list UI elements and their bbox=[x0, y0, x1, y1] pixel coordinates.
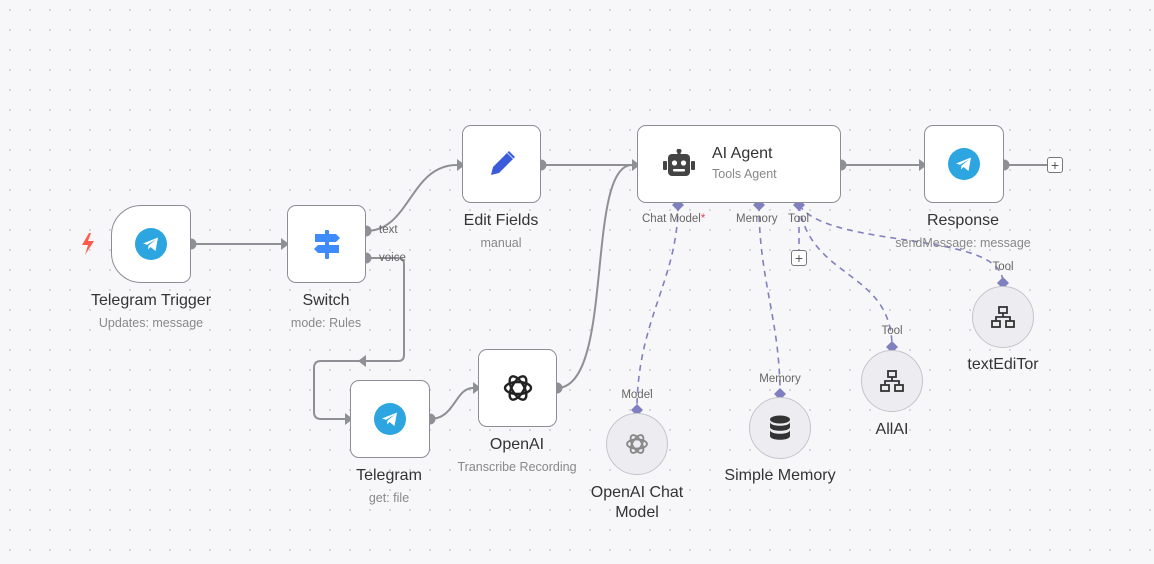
ai-agent-text: AI Agent Tools Agent bbox=[712, 145, 777, 181]
output-label-text: text bbox=[379, 224, 398, 236]
port-label-tool: Tool bbox=[788, 213, 810, 225]
edit-fields-node[interactable] bbox=[462, 125, 541, 203]
switch-node[interactable] bbox=[287, 205, 366, 283]
ai-wire-memory bbox=[758, 204, 781, 395]
sub-port-label: Tool bbox=[992, 261, 1014, 273]
ai-wire-tool-texteditor bbox=[798, 204, 1004, 284]
add-node-button[interactable]: + bbox=[1047, 157, 1063, 173]
required-marker: * bbox=[700, 213, 706, 225]
pencil-icon bbox=[490, 151, 515, 175]
response-node[interactable] bbox=[924, 125, 1004, 203]
node-title: OpenAI Chat Model bbox=[590, 484, 684, 521]
lightning-bolt-icon bbox=[82, 233, 94, 255]
node-subtitle: manual bbox=[480, 236, 522, 250]
wire-telegram-openai bbox=[429, 387, 474, 420]
node-subtitle: Transcribe Recording bbox=[457, 460, 577, 474]
node-title: textEdiTor bbox=[967, 356, 1039, 373]
port-label-text: Chat Model bbox=[642, 213, 701, 225]
node-title: AllAI bbox=[875, 421, 909, 438]
ai-wire-chat-model bbox=[636, 204, 679, 411]
openai-chat-model-node[interactable] bbox=[606, 413, 668, 475]
allai-tool-node[interactable] bbox=[861, 350, 923, 412]
add-tool-button[interactable]: + bbox=[791, 250, 807, 266]
telegram-icon bbox=[135, 228, 167, 260]
database-icon bbox=[770, 415, 790, 440]
arrow-icon bbox=[281, 238, 289, 250]
node-subtitle: mode: Rules bbox=[290, 316, 362, 330]
openai-node[interactable] bbox=[478, 349, 557, 427]
arrow-icon bbox=[457, 159, 465, 171]
arrow-icon bbox=[345, 413, 353, 425]
node-title: Telegram Trigger bbox=[90, 292, 212, 309]
texteditor-tool-node[interactable] bbox=[972, 286, 1034, 348]
telegram-icon bbox=[948, 148, 980, 180]
sub-port-label: Model bbox=[621, 389, 653, 401]
telegram-trigger-node[interactable] bbox=[111, 205, 191, 283]
robot-icon bbox=[663, 149, 695, 176]
node-title: Edit Fields bbox=[463, 212, 539, 229]
openai-icon bbox=[503, 375, 532, 401]
sub-port-label: Tool bbox=[881, 325, 903, 337]
ai-wire-tool-allai bbox=[798, 204, 893, 348]
node-title: AI Agent bbox=[712, 145, 773, 162]
arrow-icon bbox=[919, 159, 927, 171]
openai-icon bbox=[626, 434, 648, 454]
sub-port-label: Memory bbox=[759, 373, 801, 385]
node-title: Telegram bbox=[356, 467, 422, 484]
ai-agent-node[interactable] bbox=[637, 125, 841, 203]
wire-openai-agent bbox=[556, 164, 633, 389]
output-label-voice: voice bbox=[379, 252, 406, 264]
port-label-memory: Memory bbox=[736, 213, 778, 225]
node-title: Response bbox=[926, 212, 1000, 229]
node-subtitle: sendMessage: message bbox=[895, 236, 1031, 250]
telegram-icon bbox=[374, 403, 406, 435]
node-subtitle: get: file bbox=[368, 491, 410, 505]
node-title: Switch bbox=[302, 292, 350, 309]
telegram-node[interactable] bbox=[350, 380, 430, 458]
arrow-icon bbox=[473, 382, 481, 394]
node-title: OpenAI bbox=[489, 436, 545, 453]
signpost-icon bbox=[313, 230, 340, 259]
node-subtitle: Updates: message bbox=[98, 316, 204, 330]
network-icon bbox=[880, 370, 904, 392]
simple-memory-node[interactable] bbox=[749, 397, 811, 459]
port-label-chat-model: Chat Model* bbox=[642, 213, 705, 225]
node-title: Simple Memory bbox=[724, 467, 836, 484]
network-icon bbox=[991, 306, 1015, 328]
node-subtitle: Tools Agent bbox=[712, 167, 777, 181]
arrow-icon bbox=[358, 355, 366, 367]
wire-switch-editfields bbox=[365, 164, 458, 232]
arrow-icon bbox=[632, 159, 640, 171]
